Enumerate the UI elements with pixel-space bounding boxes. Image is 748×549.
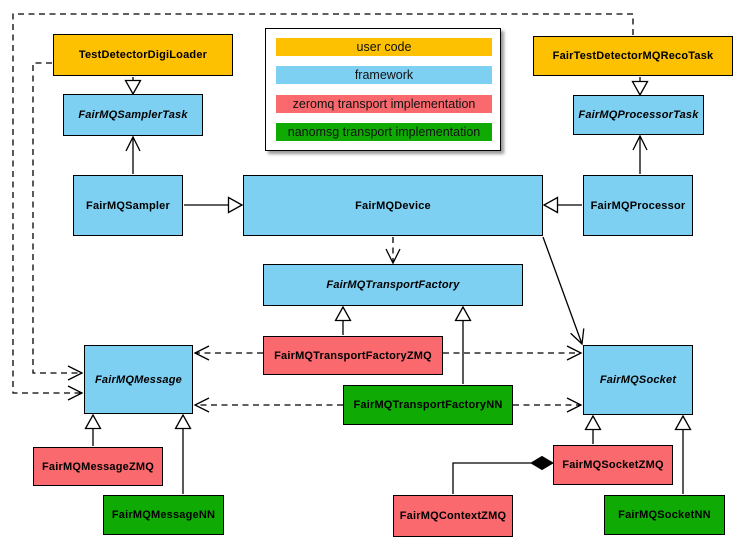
legend-item-framework: framework <box>276 66 492 85</box>
class-fairmqtransportfactorynn: FairMQTransportFactoryNN <box>343 385 513 425</box>
legend-item-zeromq: zeromq transport implementation <box>276 94 492 113</box>
class-fairmqdevice: FairMQDevice <box>243 175 543 236</box>
class-fairmqsocketnn: FairMQSocketNN <box>604 495 725 535</box>
class-fairmqcontextzmq: FairMQContextZMQ <box>393 495 513 537</box>
class-fairmqsampler: FairMQSampler <box>73 175 183 236</box>
class-fairmqmessagenn: FairMQMessageNN <box>103 495 224 535</box>
class-fairmqprocessortask: FairMQProcessorTask <box>573 95 704 135</box>
class-fairmqmessage: FairMQMessage <box>84 345 193 414</box>
class-fairmqsamplertask: FairMQSamplerTask <box>63 94 203 136</box>
class-fairtestdetectormqrecotask: FairTestDetectorMQRecoTask <box>533 36 733 76</box>
color-legend: user code framework zeromq transport imp… <box>265 28 501 151</box>
legend-item-nanomsg: nanomsg transport implementation <box>276 122 492 141</box>
class-fairmqtransportfactoryzmq: FairMQTransportFactoryZMQ <box>263 336 443 375</box>
class-fairmqsocketzmq: FairMQSocketZMQ <box>553 445 673 485</box>
legend-item-user-code: user code <box>276 38 492 56</box>
class-fairmqtransportfactory: FairMQTransportFactory <box>263 264 523 306</box>
class-fairmqmessagezmq: FairMQMessageZMQ <box>33 447 163 486</box>
class-testdetectordigiloader: TestDetectorDigiLoader <box>53 34 233 76</box>
class-fairmqsocket: FairMQSocket <box>583 345 693 415</box>
class-fairmqprocessor: FairMQProcessor <box>583 175 693 236</box>
